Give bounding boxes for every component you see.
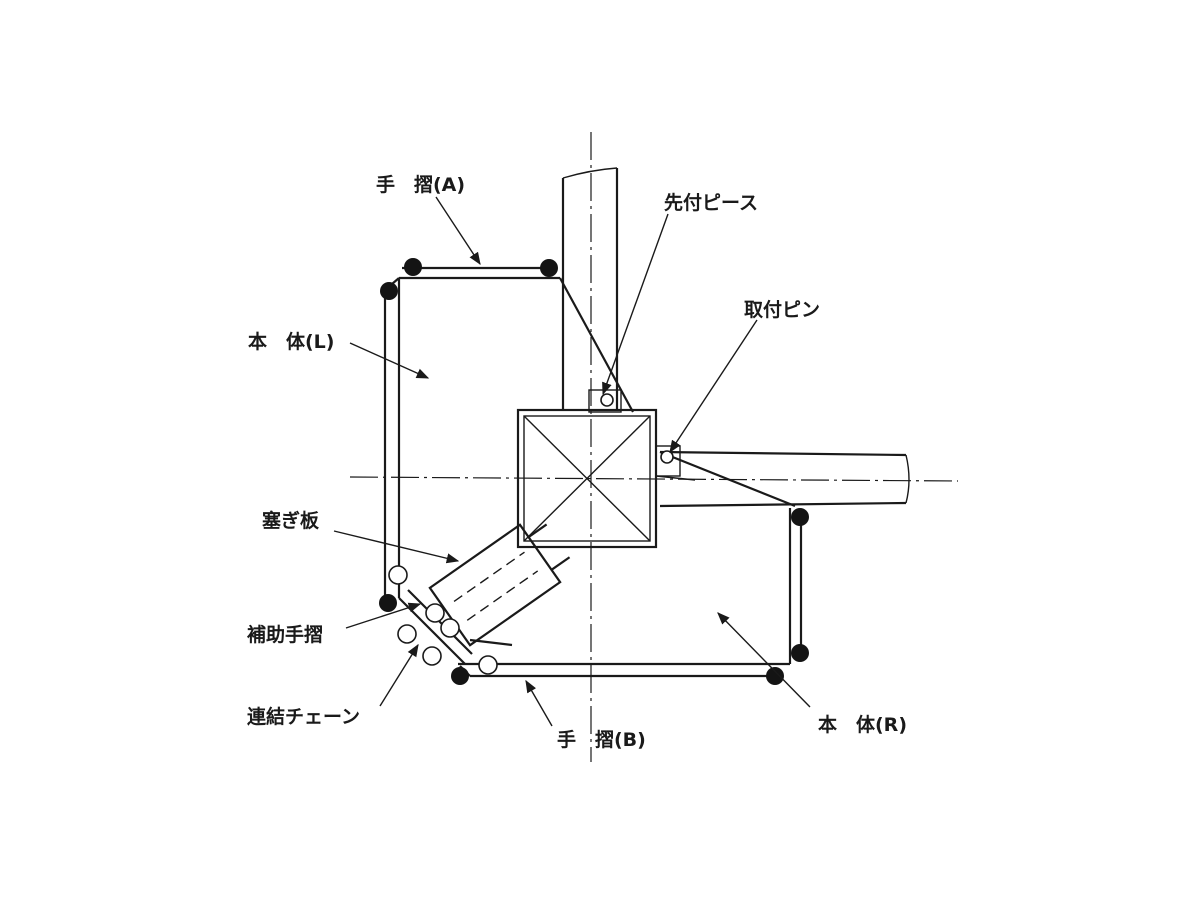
- central-post: [516, 408, 658, 549]
- joint-dot: [540, 259, 558, 277]
- tip-pin-circle: [600, 393, 614, 407]
- chain-link: [422, 646, 442, 666]
- leader-mount-pin: [669, 319, 758, 454]
- closing-plate: [428, 523, 571, 647]
- chain-link: [388, 565, 408, 585]
- closing-plate-edge: [469, 638, 513, 647]
- leader-body-r: [717, 612, 811, 708]
- chain-link: [397, 624, 417, 644]
- leader-tip-piece: [602, 213, 669, 396]
- mount-pin-circle: [660, 450, 674, 464]
- leader-handrail-a: [435, 196, 481, 266]
- label-chain: 連結チェーン: [247, 705, 360, 728]
- joint-dot: [451, 667, 469, 685]
- leader-chain: [379, 643, 419, 707]
- label-closing-plate: 塞ぎ板: [262, 509, 320, 532]
- body-r-frame: [458, 450, 803, 678]
- leader-body-l: [349, 342, 430, 379]
- joint-dot: [791, 644, 809, 662]
- leader-closing-plate: [333, 530, 460, 564]
- label-body-l: 本 体(L): [248, 330, 334, 353]
- leader-aux-handrail: [345, 602, 422, 629]
- chain-link: [440, 618, 460, 638]
- label-handrail-b: 手 摺(B): [557, 728, 646, 751]
- label-body-r: 本 体(R): [818, 713, 907, 736]
- label-handrail-a: 手 摺(A): [376, 173, 465, 196]
- leader-handrail-b: [525, 679, 553, 727]
- horizontal-center-line: [349, 476, 959, 482]
- joint-dot: [380, 282, 398, 300]
- chain-link: [478, 655, 498, 675]
- joint-dot: [791, 508, 809, 526]
- joint-dot: [404, 258, 422, 276]
- chain-link: [425, 603, 445, 623]
- label-aux-handrail: 補助手摺: [246, 623, 323, 646]
- joint-dot: [766, 667, 784, 685]
- right-beam: [659, 450, 910, 508]
- label-tip-piece: 先付ピース: [664, 191, 758, 214]
- body-l-frame: [383, 266, 634, 598]
- label-mount-pin: 取付ピン: [744, 298, 820, 321]
- joint-dot: [379, 594, 397, 612]
- upper-beam: [561, 167, 619, 410]
